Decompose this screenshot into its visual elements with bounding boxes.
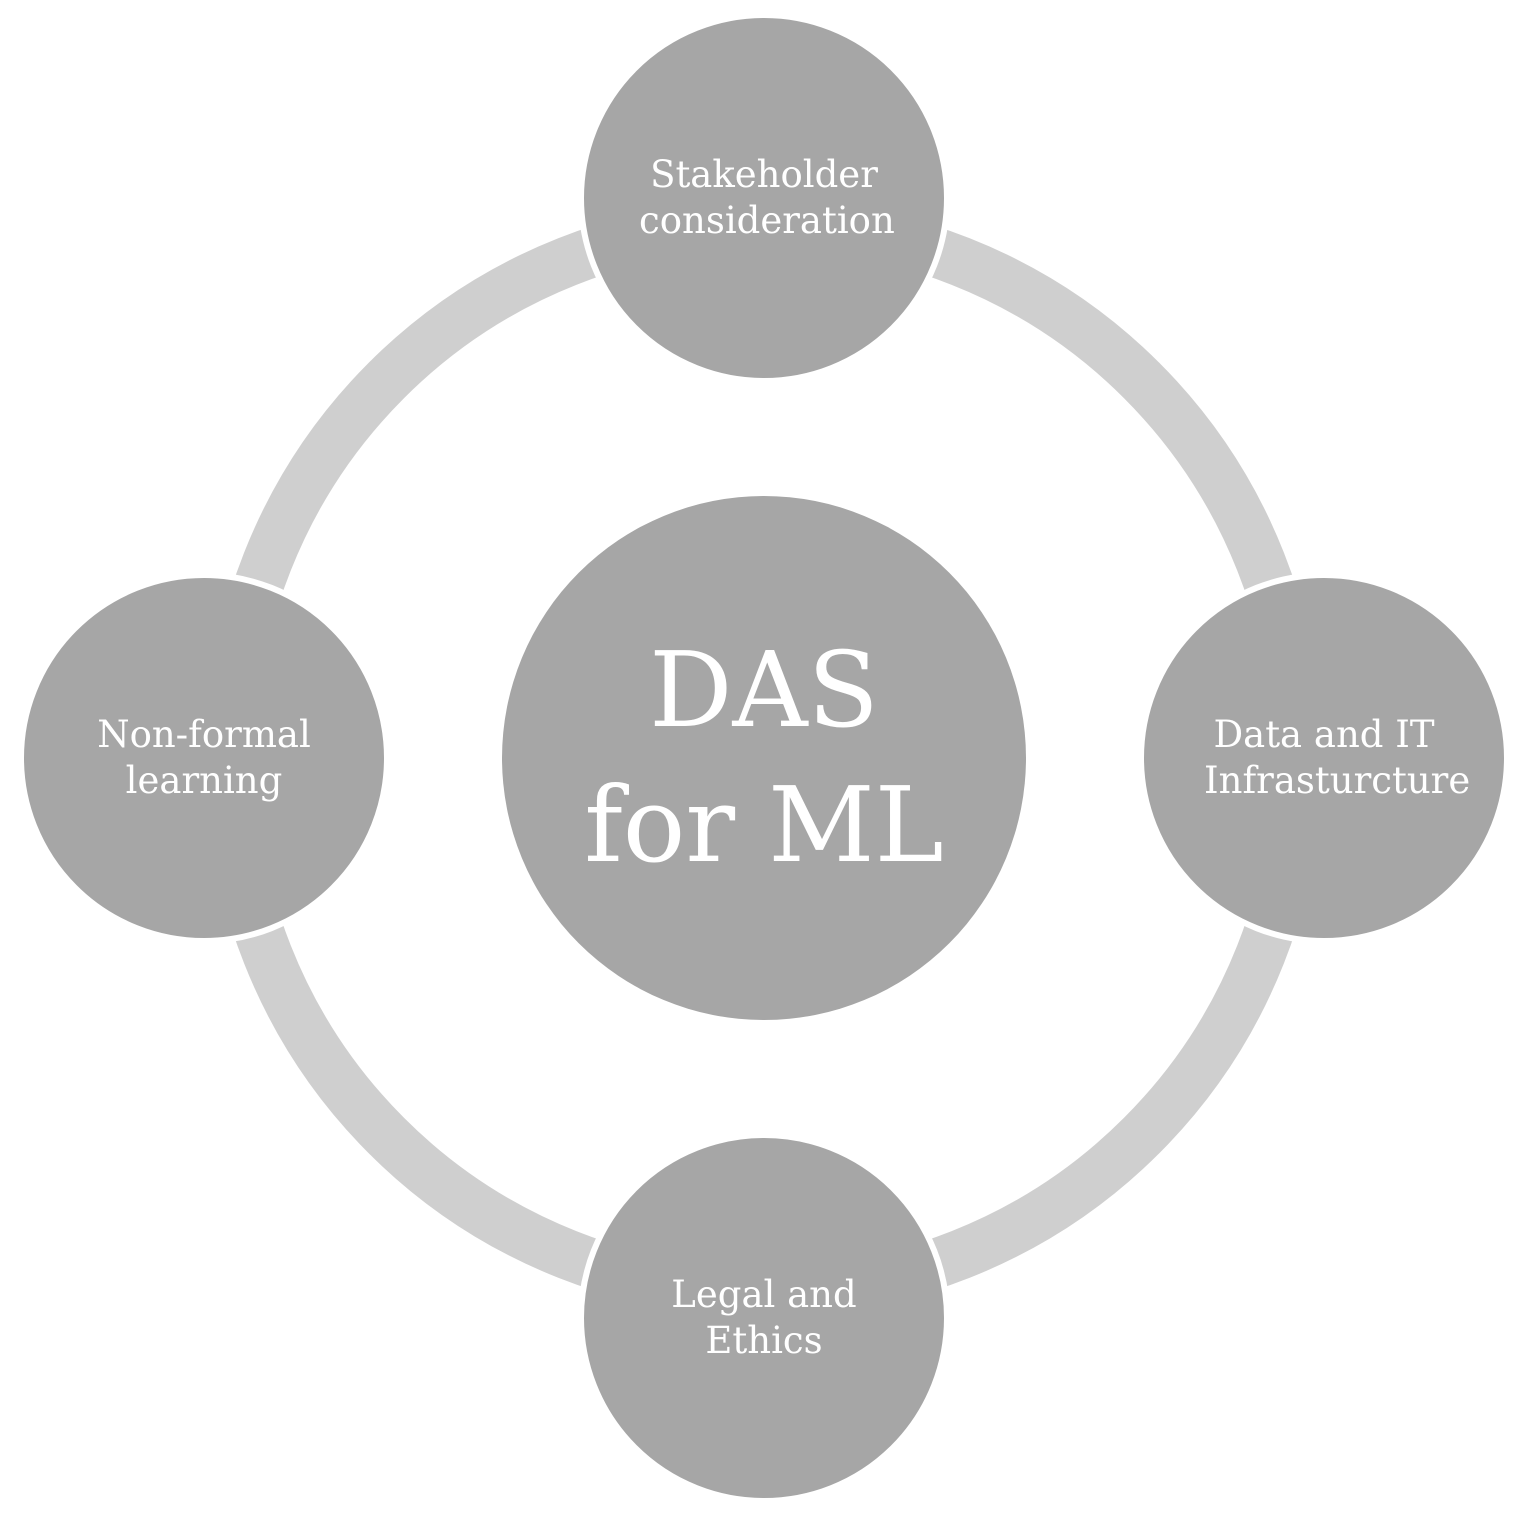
node-top-label: Stakeholder consideration — [639, 152, 895, 242]
center-node: DAS for ML — [502, 496, 1026, 1020]
node-left-label: Non-formal learning — [97, 712, 311, 802]
node-bottom-label: Legal and Ethics — [671, 1272, 857, 1362]
node-stakeholder-consideration: Stakeholder consideration — [578, 12, 950, 384]
center-node-label: DAS for ML — [584, 628, 944, 886]
node-data-it-infrastructure: Data and IT Infrasturcture — [1138, 572, 1510, 944]
node-legal-ethics: Legal and Ethics — [578, 1132, 950, 1504]
node-non-formal-learning: Non-formal learning — [18, 572, 390, 944]
node-right-label: Data and IT Infrasturcture — [1204, 712, 1471, 802]
